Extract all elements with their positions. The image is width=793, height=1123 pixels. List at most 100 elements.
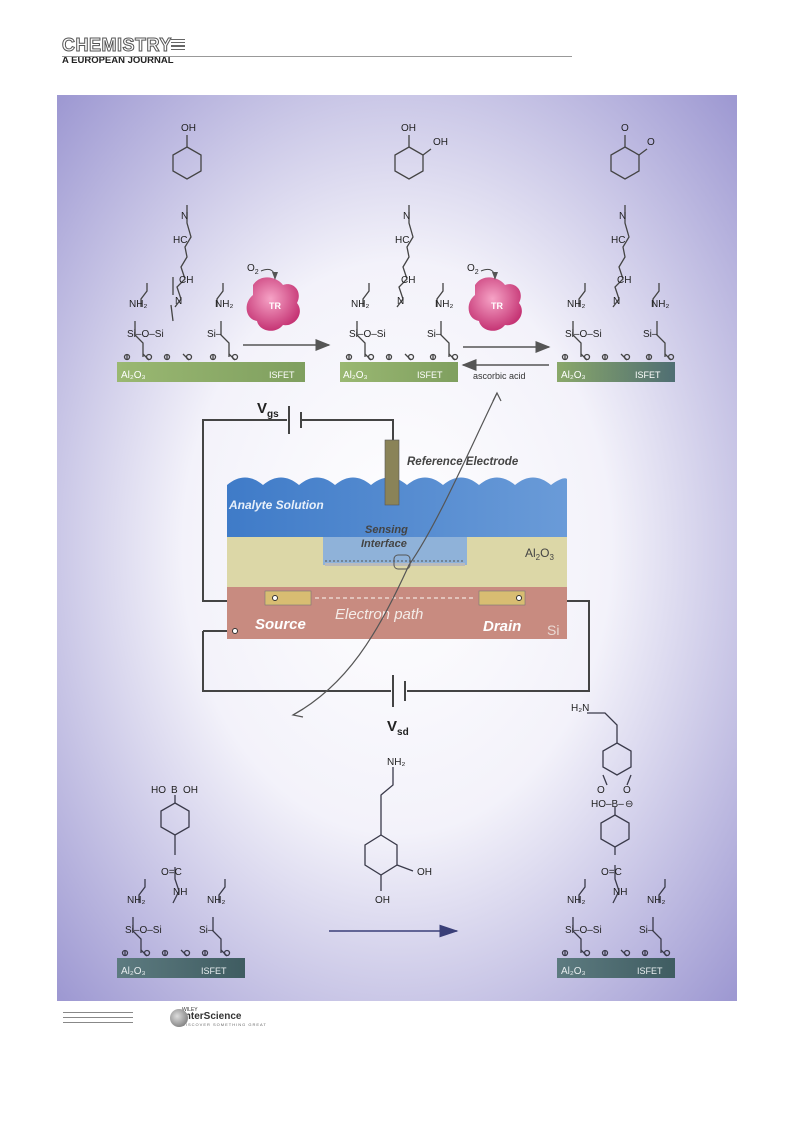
svg-text:HC: HC	[173, 235, 187, 246]
publisher-brand: InterScience	[182, 1011, 242, 1022]
header-rule	[62, 56, 572, 57]
svg-text:OH: OH	[417, 867, 432, 878]
svg-text:O: O	[647, 137, 655, 148]
svg-text:NH₂: NH₂	[351, 299, 369, 310]
svg-text:N: N	[181, 211, 188, 222]
journal-title: CHEMISTRY	[62, 35, 172, 55]
svg-text:NH: NH	[613, 887, 627, 898]
drain-contact	[478, 590, 526, 606]
panel-quinone	[557, 135, 675, 382]
svg-text:O=C: O=C	[601, 867, 622, 878]
panel-quinone-labels: O O N HC CH N NH₂ NH₂ Si–O–Si Si– Al₂O₃ …	[561, 123, 669, 381]
footer-rules	[63, 1012, 133, 1027]
svg-text:Si–O–Si: Si–O–Si	[125, 925, 162, 936]
svg-text:⊖: ⊖	[625, 799, 633, 810]
svg-text:OH: OH	[183, 785, 198, 796]
enzyme-1-label: TR	[269, 301, 281, 311]
oxide-region	[227, 537, 567, 587]
panel-dopa	[340, 135, 459, 382]
source-contact	[264, 590, 312, 606]
svg-text:NH₂: NH₂	[207, 895, 225, 906]
electron-path-label: Electron path	[335, 606, 423, 623]
svg-text:NH₂: NH₂	[567, 895, 585, 906]
globe-icon	[170, 1009, 188, 1027]
svg-text:N: N	[397, 296, 404, 307]
svg-text:Al₂O₃: Al₂O₃	[121, 370, 146, 381]
svg-text:O: O	[597, 785, 605, 796]
svg-text:HO–B–: HO–B–	[591, 799, 624, 810]
publisher-tag: DISCOVER SOMETHING GREAT	[182, 1022, 267, 1027]
svg-text:ISFET: ISFET	[635, 370, 661, 380]
svg-text:NH: NH	[173, 887, 187, 898]
svg-text:CH: CH	[617, 275, 631, 286]
dopamine-labels: NH₂ OH OH	[375, 757, 432, 906]
svg-text:O: O	[621, 123, 629, 134]
interface-label: Interface	[361, 538, 407, 550]
svg-text:NH₂: NH₂	[129, 299, 147, 310]
svg-text:ISFET: ISFET	[417, 370, 443, 380]
svg-text:Si–O–Si: Si–O–Si	[565, 329, 602, 340]
svg-text:OH: OH	[181, 123, 196, 134]
source-label: Source	[255, 616, 306, 633]
svg-text:H₂N: H₂N	[571, 703, 589, 714]
panel-tyrosine	[117, 135, 305, 382]
enzyme-2-label: TR	[491, 301, 503, 311]
si-label: Si	[547, 622, 559, 638]
journal-logo-lines	[171, 39, 185, 52]
enzyme-1: TR O2	[246, 263, 300, 331]
panel-boronic-labels: HO B OH O=C NH NH₂ NH₂ Si–O–Si Si– Al₂O₃…	[121, 785, 227, 977]
sensing-well	[323, 537, 467, 565]
analyte-solution-label: Analyte Solution	[228, 498, 324, 512]
svg-text:O=C: O=C	[161, 867, 182, 878]
analyte-solution-region	[227, 477, 567, 537]
drain-label: Drain	[483, 618, 521, 635]
svg-text:Al₂O₃: Al₂O₃	[561, 370, 586, 381]
publisher-small: WILEY	[182, 1007, 198, 1013]
svg-text:NH₂: NH₂	[387, 757, 405, 768]
oxide-label: Al2O3	[525, 546, 554, 562]
svg-text:HC: HC	[611, 235, 625, 246]
svg-text:ISFET: ISFET	[637, 966, 663, 976]
svg-text:Si–: Si–	[427, 329, 442, 340]
sensing-label: Sensing	[365, 524, 408, 536]
svg-text:OH: OH	[433, 137, 448, 148]
svg-text:O: O	[623, 785, 631, 796]
journal-header: CHEMISTRY A EUROPEAN JOURNAL	[62, 36, 174, 67]
svg-text:ISFET: ISFET	[201, 966, 227, 976]
svg-text:N: N	[619, 211, 626, 222]
svg-text:CH: CH	[179, 275, 193, 286]
svg-text:NH₂: NH₂	[127, 895, 145, 906]
panel-tyrosine-labels: OH N HC CH N NH₂ NH₂ Si–O–Si Si– Al₂O₃ I…	[121, 123, 295, 381]
panel-boronic	[117, 795, 245, 978]
svg-text:NH₂: NH₂	[215, 299, 233, 310]
svg-text:O2: O2	[247, 263, 259, 276]
svg-text:OH: OH	[401, 123, 416, 134]
svg-text:Al₂O₃: Al₂O₃	[561, 966, 586, 977]
svg-text:NH₂: NH₂	[651, 299, 669, 310]
publisher-logo: WILEY InterScience DISCOVER SOMETHING GR…	[170, 1007, 267, 1027]
journal-subtitle: A EUROPEAN JOURNAL	[62, 55, 174, 66]
svg-text:Si–: Si–	[643, 329, 658, 340]
svg-text:Si–O–Si: Si–O–Si	[349, 329, 386, 340]
panel-boronate-labels: H₂N O O HO–B– ⊖ O=C NH NH₂ NH₂ Si–O–Si S…	[561, 703, 665, 977]
svg-text:N: N	[403, 211, 410, 222]
panel-boronate	[557, 712, 675, 978]
svg-text:NH₂: NH₂	[567, 299, 585, 310]
reference-electrode-label: Reference Electrode	[407, 456, 519, 468]
svg-text:NH₂: NH₂	[647, 895, 665, 906]
svg-text:HC: HC	[395, 235, 409, 246]
svg-text:O2: O2	[467, 263, 479, 276]
svg-text:B: B	[171, 785, 178, 796]
svg-text:Al₂O₃: Al₂O₃	[121, 966, 146, 977]
scheme-figure: OH N HC CH N NH₂ NH₂ Si–O–Si Si– Al₂O₃ I…	[57, 95, 737, 1001]
svg-text:ISFET: ISFET	[269, 370, 295, 380]
panel-dopa-labels: OH OH N HC CH N NH₂ NH₂ Si–O–Si Si– Al₂O…	[343, 123, 453, 381]
zoom-curve	[292, 392, 498, 716]
svg-text:Al₂O₃: Al₂O₃	[343, 370, 368, 381]
svg-text:N: N	[175, 296, 182, 307]
svg-text:Si–O–Si: Si–O–Si	[127, 329, 164, 340]
svg-text:HO: HO	[151, 785, 166, 796]
svg-text:Si–: Si–	[639, 925, 654, 936]
enzyme-2: TR O2	[467, 263, 522, 331]
dopamine-molecule	[364, 767, 414, 891]
